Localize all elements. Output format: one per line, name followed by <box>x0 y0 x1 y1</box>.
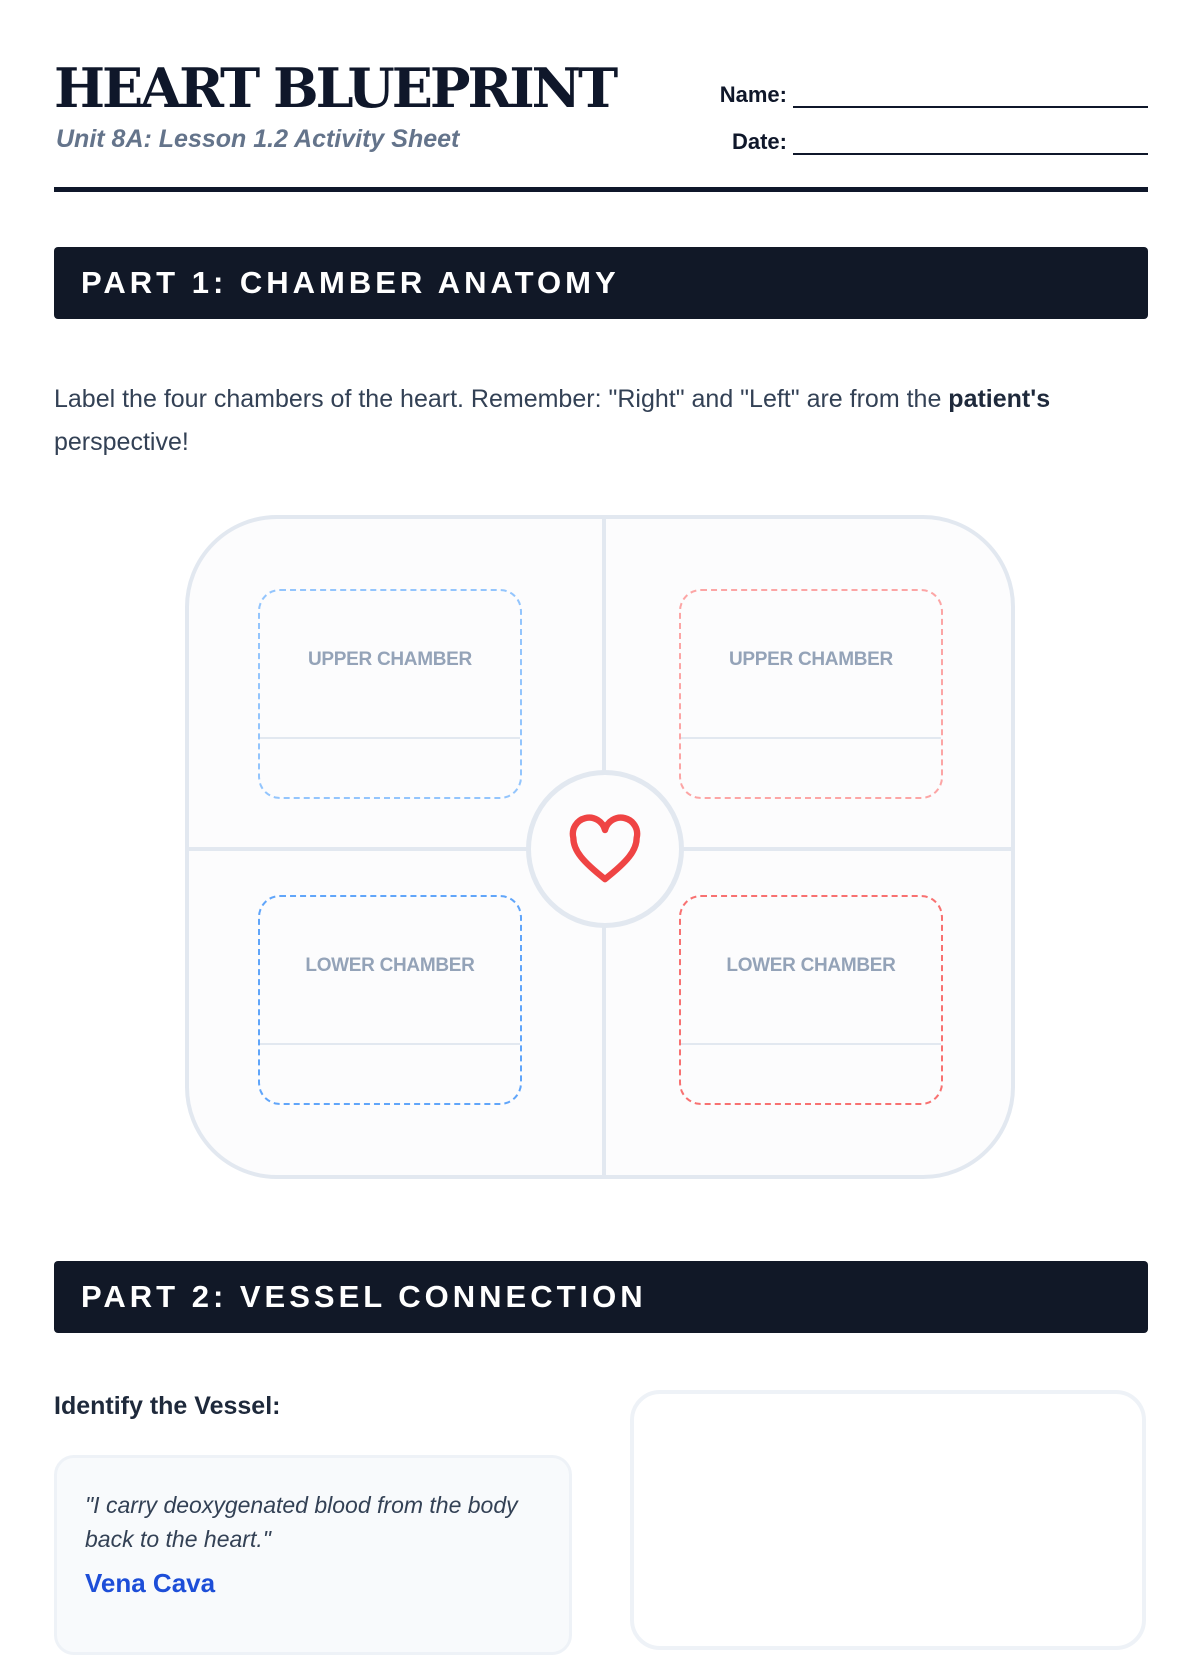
vessel-card: "I carry deoxygenated blood from the bod… <box>54 1455 572 1655</box>
name-line[interactable] <box>793 90 1148 108</box>
part1-heading: PART 1: CHAMBER ANATOMY <box>54 247 1148 319</box>
part1-instructions: Label the four chambers of the heart. Re… <box>54 378 1148 464</box>
name-label: Name: <box>719 82 787 107</box>
drawing-box[interactable] <box>630 1390 1146 1650</box>
center-circle <box>526 770 684 928</box>
heart-chamber-diagram: UPPER CHAMBER UPPER CHAMBER LOWER CHAMBE… <box>185 515 1015 1179</box>
write-line <box>260 737 520 739</box>
subtitle: Unit 8A: Lesson 1.2 Activity Sheet <box>56 125 460 153</box>
chamber-lower-left[interactable]: LOWER CHAMBER <box>258 895 522 1105</box>
vessel-answer: Vena Cava <box>85 1568 216 1598</box>
chamber-upper-right[interactable]: UPPER CHAMBER <box>679 589 943 799</box>
heart-icon <box>569 814 641 883</box>
chamber-label: LOWER CHAMBER <box>726 955 896 976</box>
chamber-upper-left[interactable]: UPPER CHAMBER <box>258 589 522 799</box>
chamber-lower-right[interactable]: LOWER CHAMBER <box>679 895 943 1105</box>
date-line[interactable] <box>793 137 1148 155</box>
write-line <box>681 1043 941 1045</box>
write-line <box>260 1043 520 1045</box>
chamber-label: UPPER CHAMBER <box>308 649 472 670</box>
intro-text-end: perspective! <box>54 428 189 456</box>
vessel-prompt: Identify the Vessel: <box>54 1392 281 1420</box>
date-field[interactable]: Date: <box>732 129 1148 155</box>
date-label: Date: <box>731 129 787 154</box>
vessel-quote: "I carry deoxygenated blood from the bod… <box>85 1492 518 1552</box>
write-line <box>681 737 941 739</box>
page-title: HEART BLUEPRINT <box>54 56 618 120</box>
intro-bold: patient's <box>948 385 1051 413</box>
name-field[interactable]: Name: <box>720 82 1148 108</box>
part2-heading: PART 2: VESSEL CONNECTION <box>54 1261 1148 1333</box>
intro-text: Label the four chambers of the heart. Re… <box>54 385 949 413</box>
chamber-label: LOWER CHAMBER <box>305 955 475 976</box>
header-divider <box>54 187 1148 192</box>
chamber-label: UPPER CHAMBER <box>729 649 893 670</box>
